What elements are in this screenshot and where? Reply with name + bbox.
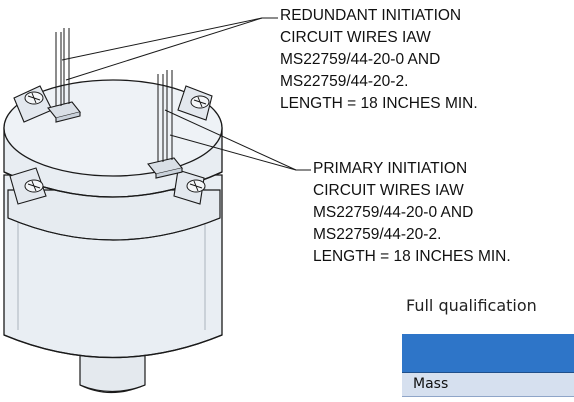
redundant-wires-callout: REDUNDANT INITIATION CIRCUIT WIRES IAW M…	[280, 5, 478, 115]
callout-line: MS22759/44-20-0 AND	[280, 51, 441, 68]
primary-wires-callout: PRIMARY INITIATION CIRCUIT WIRES IAW MS2…	[313, 158, 511, 268]
callout-line: CIRCUIT WIRES IAW	[313, 182, 464, 199]
callout-line: PRIMARY INITIATION	[313, 160, 468, 177]
table-header	[402, 334, 574, 373]
callout-line: LENGTH = 18 INCHES MIN.	[313, 248, 511, 265]
screw-icon	[24, 91, 210, 193]
callout-line: REDUNDANT INITIATION	[280, 7, 462, 24]
callout-line: MS22759/44-20-2.	[280, 73, 409, 90]
device-flange-lower	[7, 189, 221, 241]
callout-line: LENGTH = 18 INCHES MIN.	[280, 95, 478, 112]
redundant-wires	[55, 28, 70, 106]
leader-lines-redundant	[61, 17, 278, 81]
primary-wires	[157, 70, 173, 162]
callout-line: CIRCUIT WIRES IAW	[280, 29, 431, 46]
callout-line: MS22759/44-20-0 AND	[313, 204, 474, 221]
callout-line: MS22759/44-20-2.	[313, 226, 442, 243]
qualification-table: Mass	[402, 334, 574, 397]
table-row: Mass	[402, 373, 574, 397]
leader-lines-primary	[164, 109, 311, 171]
table-cell-label: Mass	[413, 376, 449, 392]
qualification-caption: Full qualification	[406, 296, 537, 315]
wire-connector-primary	[147, 157, 183, 179]
